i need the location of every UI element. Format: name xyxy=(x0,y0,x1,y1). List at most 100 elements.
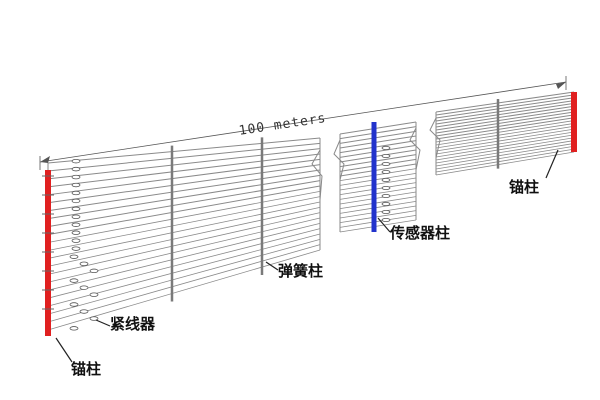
tensioner xyxy=(69,302,79,307)
fence-wire xyxy=(339,214,417,228)
fence-wire xyxy=(339,210,417,224)
fence-wire xyxy=(47,148,321,180)
leader-line xyxy=(55,337,73,363)
tensioner xyxy=(381,169,391,174)
tensioner xyxy=(69,326,79,331)
fence-wire xyxy=(339,219,417,233)
tensioner xyxy=(71,190,81,196)
tensioner xyxy=(89,292,99,297)
fence-wire xyxy=(47,222,321,291)
fence-wire xyxy=(47,190,321,243)
fence-wire xyxy=(339,144,417,158)
anchor-post-right-label: 锚柱 xyxy=(509,178,540,196)
tensioner xyxy=(79,261,89,267)
fence-wire xyxy=(435,140,575,164)
fence-wire xyxy=(435,125,575,149)
tensioner xyxy=(381,145,391,150)
fence-wire xyxy=(47,201,321,259)
fence-wire xyxy=(47,164,321,204)
tensioner-label: 紧线器 xyxy=(110,315,156,333)
dimension-arrow-right xyxy=(556,82,566,89)
fence-wire xyxy=(435,143,575,167)
tensioner xyxy=(71,246,81,251)
fence-wire xyxy=(435,102,575,125)
tensioner xyxy=(79,309,89,314)
fence-wire xyxy=(435,105,575,128)
fence-wire xyxy=(435,120,575,143)
leader-line xyxy=(377,217,391,233)
spring-post-label: 弹簧柱 xyxy=(278,262,324,280)
fence-wire xyxy=(339,182,417,196)
fence-wire xyxy=(47,180,321,228)
tensioner xyxy=(381,193,391,198)
tensioner xyxy=(71,230,81,235)
fence-wire xyxy=(339,205,417,219)
tensioner xyxy=(381,201,391,206)
fence-wire xyxy=(47,196,321,251)
dimension-arrow-left xyxy=(40,156,50,163)
tensioner xyxy=(71,222,81,227)
tensioner xyxy=(71,174,81,180)
tensioner xyxy=(381,153,391,158)
tensioner xyxy=(89,268,99,274)
tensioner xyxy=(381,177,391,182)
leader-line xyxy=(545,149,559,179)
fence-wire xyxy=(47,212,321,275)
fence-wire xyxy=(339,135,417,149)
fence-wire xyxy=(339,121,417,135)
fence-wire xyxy=(435,111,575,134)
fence-wire xyxy=(339,196,417,210)
fence-wire xyxy=(339,158,417,172)
break-mark xyxy=(409,127,421,171)
fence-wire xyxy=(435,145,575,170)
fence-wire xyxy=(339,130,417,144)
fence-wire xyxy=(339,149,417,163)
fence-wire xyxy=(339,186,417,200)
fence-wire xyxy=(435,97,575,119)
tensioner xyxy=(69,278,79,283)
fence-wire xyxy=(47,238,321,315)
tensioner xyxy=(381,185,391,190)
fence-wire xyxy=(435,114,575,137)
leader-line xyxy=(265,261,279,271)
tensioner xyxy=(79,285,89,290)
fence-wire xyxy=(435,123,575,146)
fence-wire xyxy=(47,244,321,323)
fence-wire xyxy=(435,91,575,113)
tensioner xyxy=(381,217,391,222)
fence-wire xyxy=(339,168,417,182)
tensioner xyxy=(71,198,81,204)
fence-wire xyxy=(339,191,417,205)
fence-wire xyxy=(47,137,321,164)
tensioner xyxy=(71,214,81,220)
tensioner xyxy=(71,182,81,188)
fence-section-1 xyxy=(47,137,321,331)
leader-line xyxy=(95,319,111,327)
sensor-post-label: 传感器柱 xyxy=(390,224,451,242)
fence-wire xyxy=(435,131,575,155)
fence-wire xyxy=(435,128,575,152)
fence-wire xyxy=(47,158,321,196)
fence-section-2 xyxy=(339,121,417,233)
fence-wire xyxy=(47,169,321,212)
tensioner xyxy=(71,206,81,212)
tensioner xyxy=(381,161,391,166)
fence-wire xyxy=(339,200,417,214)
fence-wire xyxy=(435,148,575,173)
break-mark xyxy=(333,139,345,181)
fence-wire xyxy=(435,117,575,140)
tensioner xyxy=(71,238,81,243)
fence-wire xyxy=(47,142,321,172)
fence-wire xyxy=(339,126,417,140)
fence-wire xyxy=(339,140,417,154)
tensioner xyxy=(71,158,81,164)
fence-wire xyxy=(435,108,575,131)
tensioner xyxy=(381,209,391,214)
fence-wire xyxy=(339,163,417,177)
anchor-post-left-label: 锚柱 xyxy=(71,360,102,378)
break-mark xyxy=(429,117,441,159)
fence-wire xyxy=(47,185,321,236)
fence-wire xyxy=(339,172,417,186)
